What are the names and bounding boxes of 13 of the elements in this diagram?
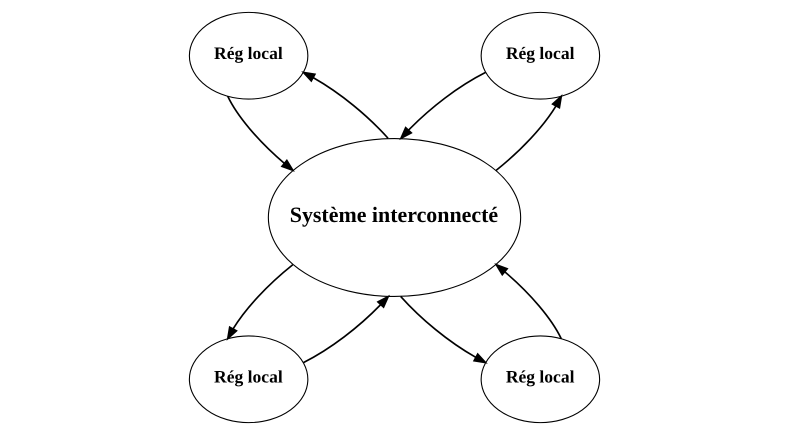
arrow <box>496 94 562 171</box>
node-ellipse: Rég local <box>188 335 308 424</box>
arrow <box>399 72 486 140</box>
arrow <box>494 263 562 339</box>
arrow <box>400 296 488 364</box>
arrow <box>227 96 295 172</box>
node-ellipse: Rég local <box>480 12 600 100</box>
node-ellipse: Rég local <box>188 12 308 100</box>
arrow <box>301 71 389 139</box>
node-ellipse: Système interconnecté <box>268 138 522 298</box>
arrow <box>303 294 390 364</box>
node-ellipse: Rég local <box>480 335 600 424</box>
arrow <box>226 264 294 341</box>
